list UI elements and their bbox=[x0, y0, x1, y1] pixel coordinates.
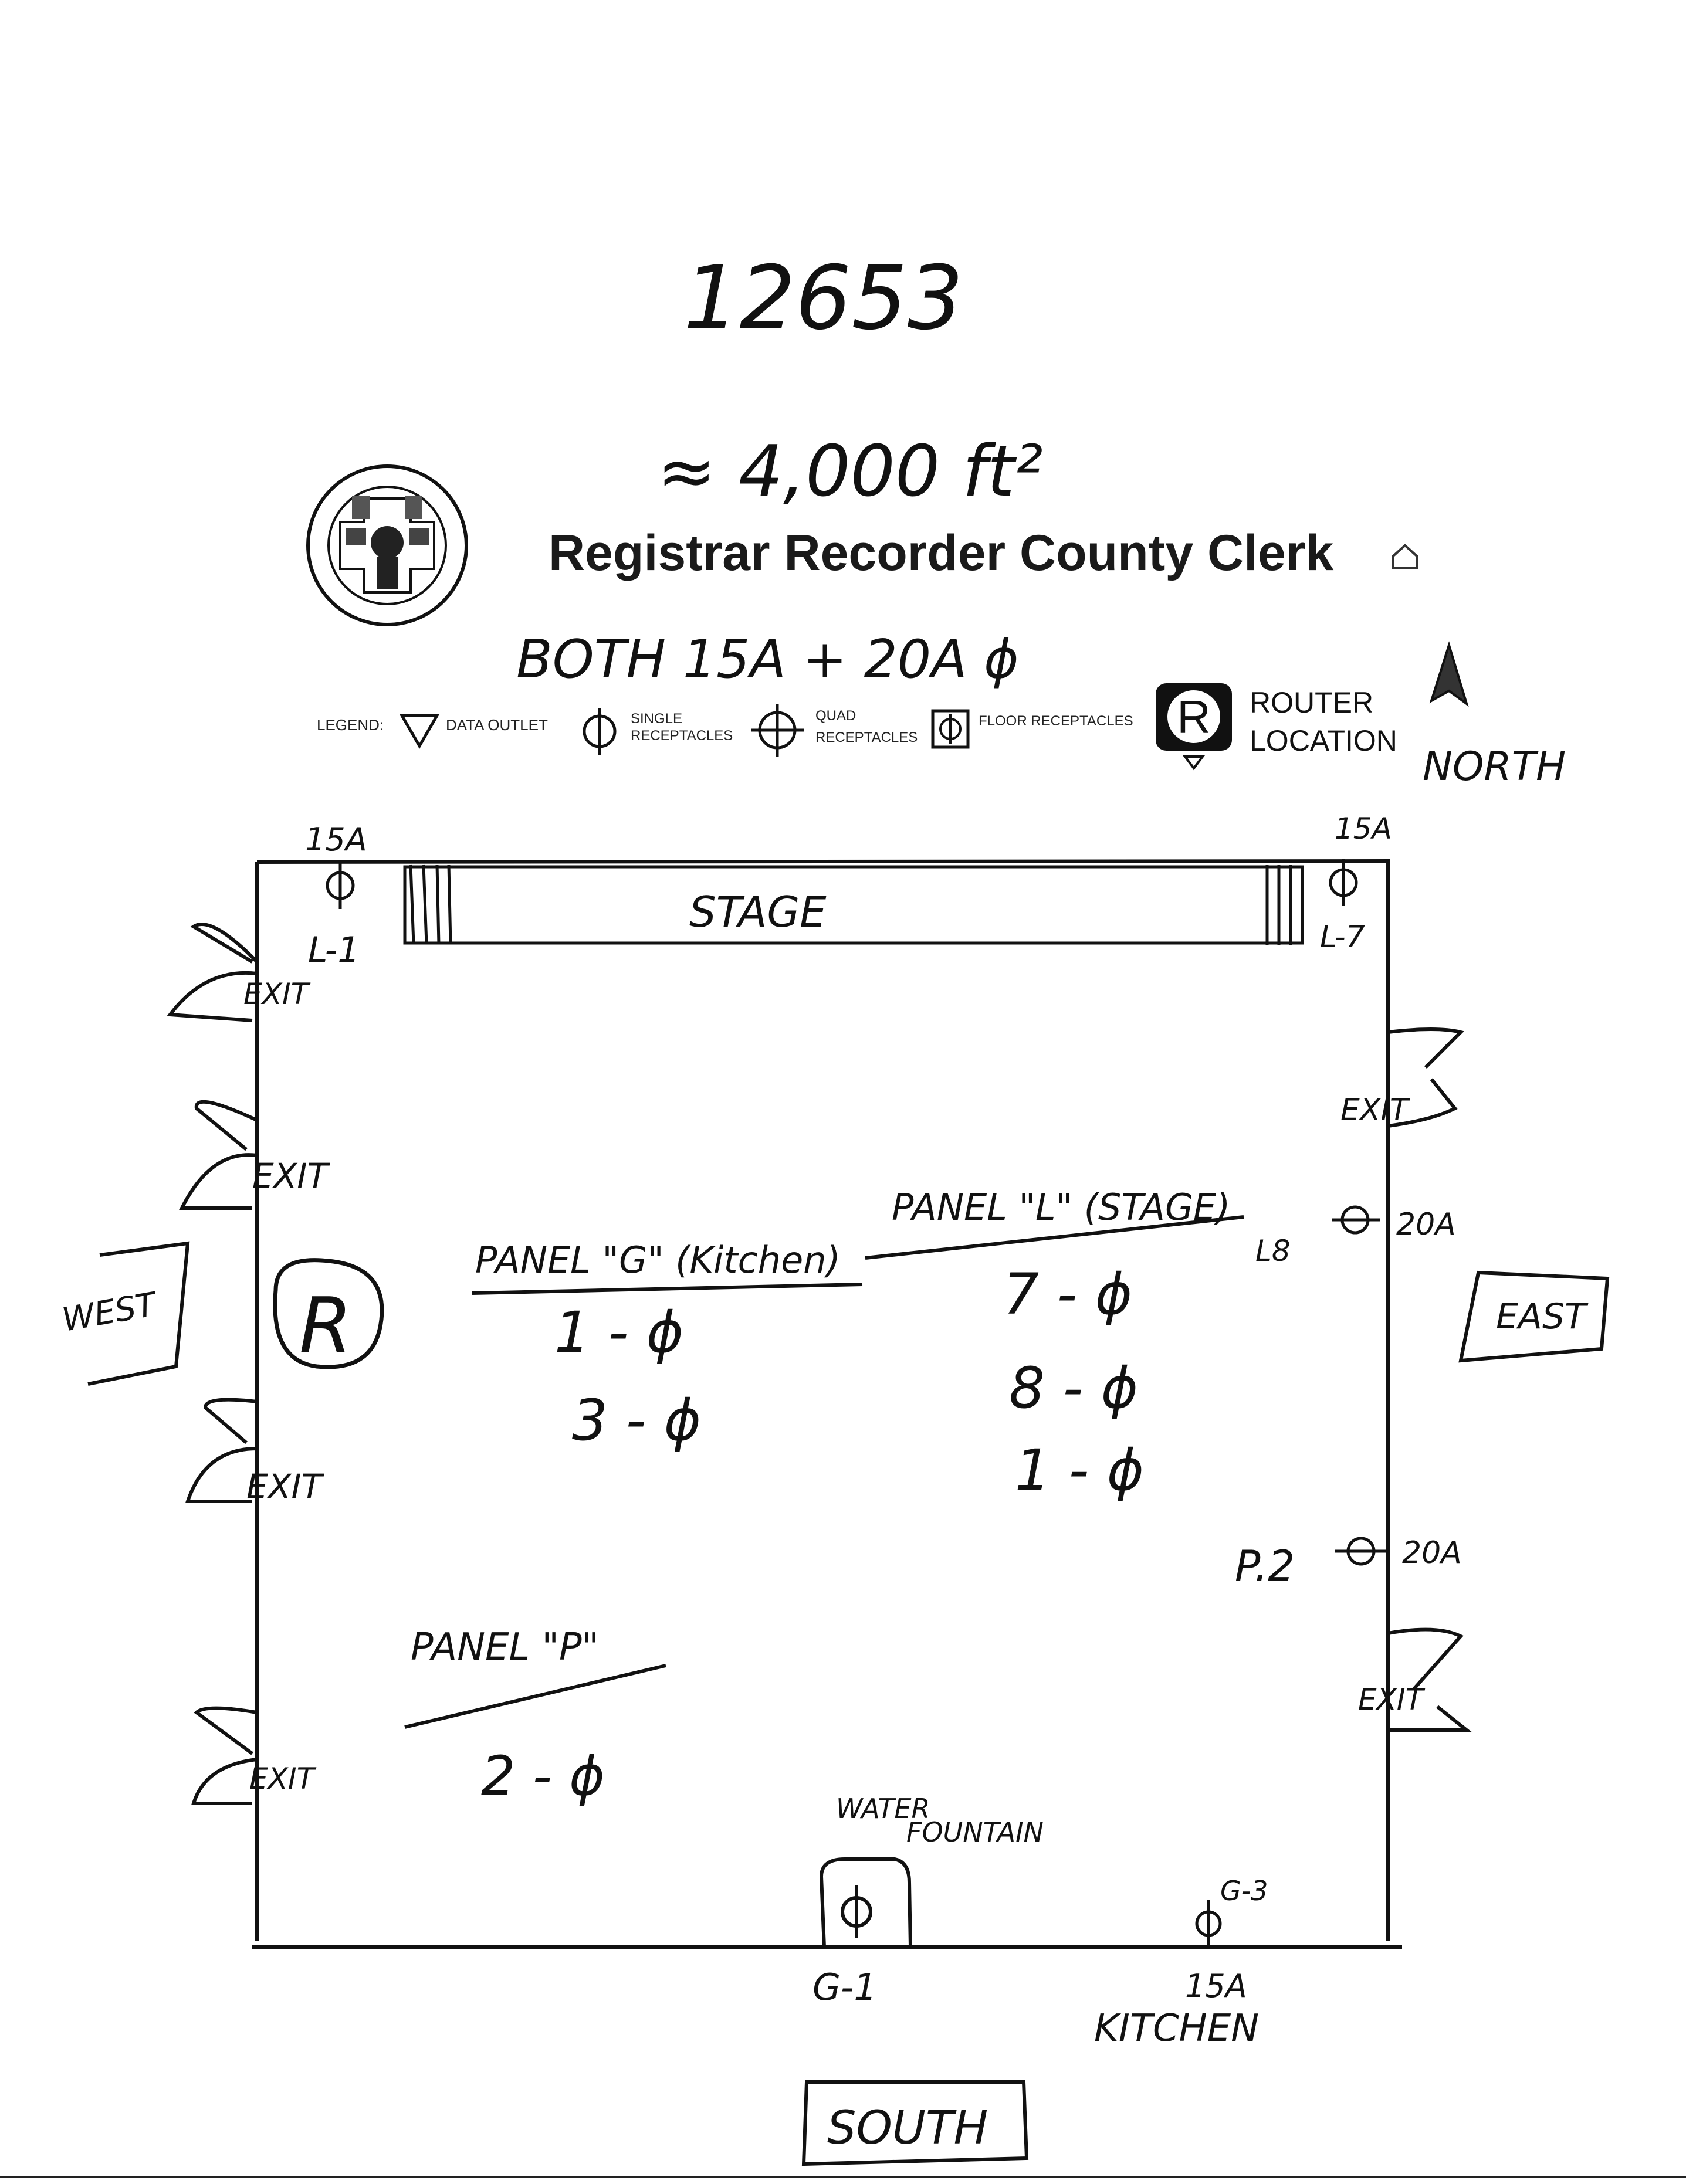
exit-door-east-2[interactable] bbox=[1387, 1627, 1472, 1732]
quad-receptacle-icon bbox=[751, 704, 804, 757]
receptacle-l1-amp: 15A bbox=[305, 821, 367, 858]
panel-g-title: PANEL "G" (Kitchen) bbox=[475, 1239, 841, 1281]
receptacle-g3-id: G-3 bbox=[1220, 1875, 1268, 1907]
legend-quad-line2: RECEPTACLES bbox=[815, 730, 918, 745]
panel-l-underline bbox=[865, 1215, 1244, 1260]
home-icon[interactable] bbox=[1392, 544, 1418, 569]
exit-label-west-1: EXIT bbox=[243, 977, 311, 1011]
receptacle-l8-amp: 20A bbox=[1396, 1207, 1456, 1242]
data-outlet-icon bbox=[399, 714, 440, 750]
panel-l-circuit-3: 1 - ϕ bbox=[1015, 1437, 1144, 1503]
router-location-line1: ROUTER bbox=[1250, 686, 1373, 719]
exit-door-west-4[interactable] bbox=[191, 1706, 258, 1805]
legend-data-outlet: DATA OUTLET bbox=[446, 716, 548, 734]
receptacle-l7-id: L-7 bbox=[1320, 920, 1365, 955]
receptacle-p2-icon bbox=[1335, 1537, 1387, 1566]
exit-door-east-1[interactable] bbox=[1387, 1027, 1464, 1128]
router-location-line2: LOCATION bbox=[1250, 724, 1397, 757]
west-label: WEST bbox=[59, 1285, 161, 1339]
panel-p-title: PANEL "P" bbox=[411, 1626, 599, 1669]
panel-p-underline bbox=[404, 1664, 666, 1729]
exit-door-west-3[interactable] bbox=[185, 1398, 258, 1503]
south-tag bbox=[801, 2080, 1029, 2166]
org-title: Registrar Recorder County Clerk bbox=[549, 525, 1333, 581]
legend-single-line2: RECEPTACLES bbox=[631, 728, 733, 744]
receptacle-l8-icon bbox=[1332, 1205, 1380, 1235]
stage-label: STAGE bbox=[689, 887, 827, 937]
receptacle-l1-icon bbox=[326, 862, 355, 909]
legend-quad-line1: QUAD bbox=[815, 708, 856, 724]
single-receptacle-icon bbox=[583, 708, 617, 755]
site-number: 12653 bbox=[683, 247, 963, 350]
county-seal bbox=[306, 464, 468, 626]
west-tag bbox=[87, 1241, 190, 1386]
panel-l-circuit-1: 7 - ϕ bbox=[1003, 1261, 1132, 1327]
receptacle-l7-icon bbox=[1329, 859, 1358, 906]
north-arrow-icon bbox=[1429, 641, 1469, 707]
stage bbox=[403, 864, 1304, 945]
exit-label-west-3: EXIT bbox=[246, 1467, 324, 1507]
panel-g-underline bbox=[472, 1283, 863, 1295]
north-label: NORTH bbox=[1423, 744, 1566, 790]
water-fountain bbox=[819, 1857, 912, 1948]
floor-receptacle-icon bbox=[931, 709, 970, 749]
east-tag bbox=[1458, 1270, 1610, 1363]
exit-label-west-2: EXIT bbox=[252, 1156, 330, 1196]
router-room-letter: R bbox=[299, 1281, 352, 1370]
receptacle-g1-id: G-1 bbox=[812, 1966, 877, 2009]
receptacle-p2-amp: 20A bbox=[1402, 1535, 1462, 1571]
router-location-icon[interactable] bbox=[273, 1258, 384, 1369]
receptacle-g3-icon bbox=[1195, 1900, 1222, 1947]
legend-label: LEGEND: bbox=[317, 716, 384, 734]
panel-g-circuit-1: 1 - ϕ bbox=[554, 1300, 683, 1365]
panel-g-circuit-2: 3 - ϕ bbox=[572, 1388, 701, 1453]
receptacle-l8-id: L8 bbox=[1255, 1234, 1291, 1268]
south-label: SOUTH bbox=[827, 2102, 988, 2155]
exit-label-east-1: EXIT bbox=[1340, 1093, 1411, 1128]
legend-floor: FLOOR RECEPTACLES bbox=[979, 713, 1133, 729]
receptacle-note: BOTH 15A + 20A ϕ bbox=[516, 629, 1019, 690]
area-note: ≈ 4,000 ft² bbox=[657, 431, 1043, 513]
panel-l-title: PANEL "L" (STAGE) bbox=[892, 1186, 1230, 1229]
east-label: EAST bbox=[1496, 1296, 1589, 1337]
exit-label-east-2: EXIT bbox=[1358, 1683, 1426, 1717]
receptacle-l1-id: L-1 bbox=[308, 930, 360, 971]
water-fountain-label-line2: FOUNTAIN bbox=[906, 1816, 1044, 1848]
receptacle-p2-id: P.2 bbox=[1235, 1541, 1295, 1590]
exit-door-west-1[interactable] bbox=[167, 923, 259, 1022]
legend: LEGEND: DATA OUTLET SINGLE RECEPTACLES Q… bbox=[317, 683, 1397, 771]
room-outline bbox=[252, 859, 1402, 1949]
receptacle-l7-amp: 15A bbox=[1335, 812, 1392, 846]
water-fountain-label-line1: WATER bbox=[836, 1793, 930, 1824]
exit-door-west-2[interactable] bbox=[179, 1100, 258, 1210]
router-legend-letter: R bbox=[1177, 691, 1211, 743]
receptacle-g3-amp: 15A bbox=[1185, 1968, 1247, 2005]
panel-l-circuit-2: 8 - ϕ bbox=[1009, 1355, 1138, 1421]
legend-single-line1: SINGLE bbox=[631, 711, 682, 727]
router-legend-icon bbox=[1156, 683, 1232, 771]
kitchen-label: KITCHEN bbox=[1094, 2007, 1259, 2050]
panel-p-circuit-1: 2 - ϕ bbox=[481, 1745, 605, 1807]
exit-label-west-4: EXIT bbox=[249, 1762, 317, 1796]
